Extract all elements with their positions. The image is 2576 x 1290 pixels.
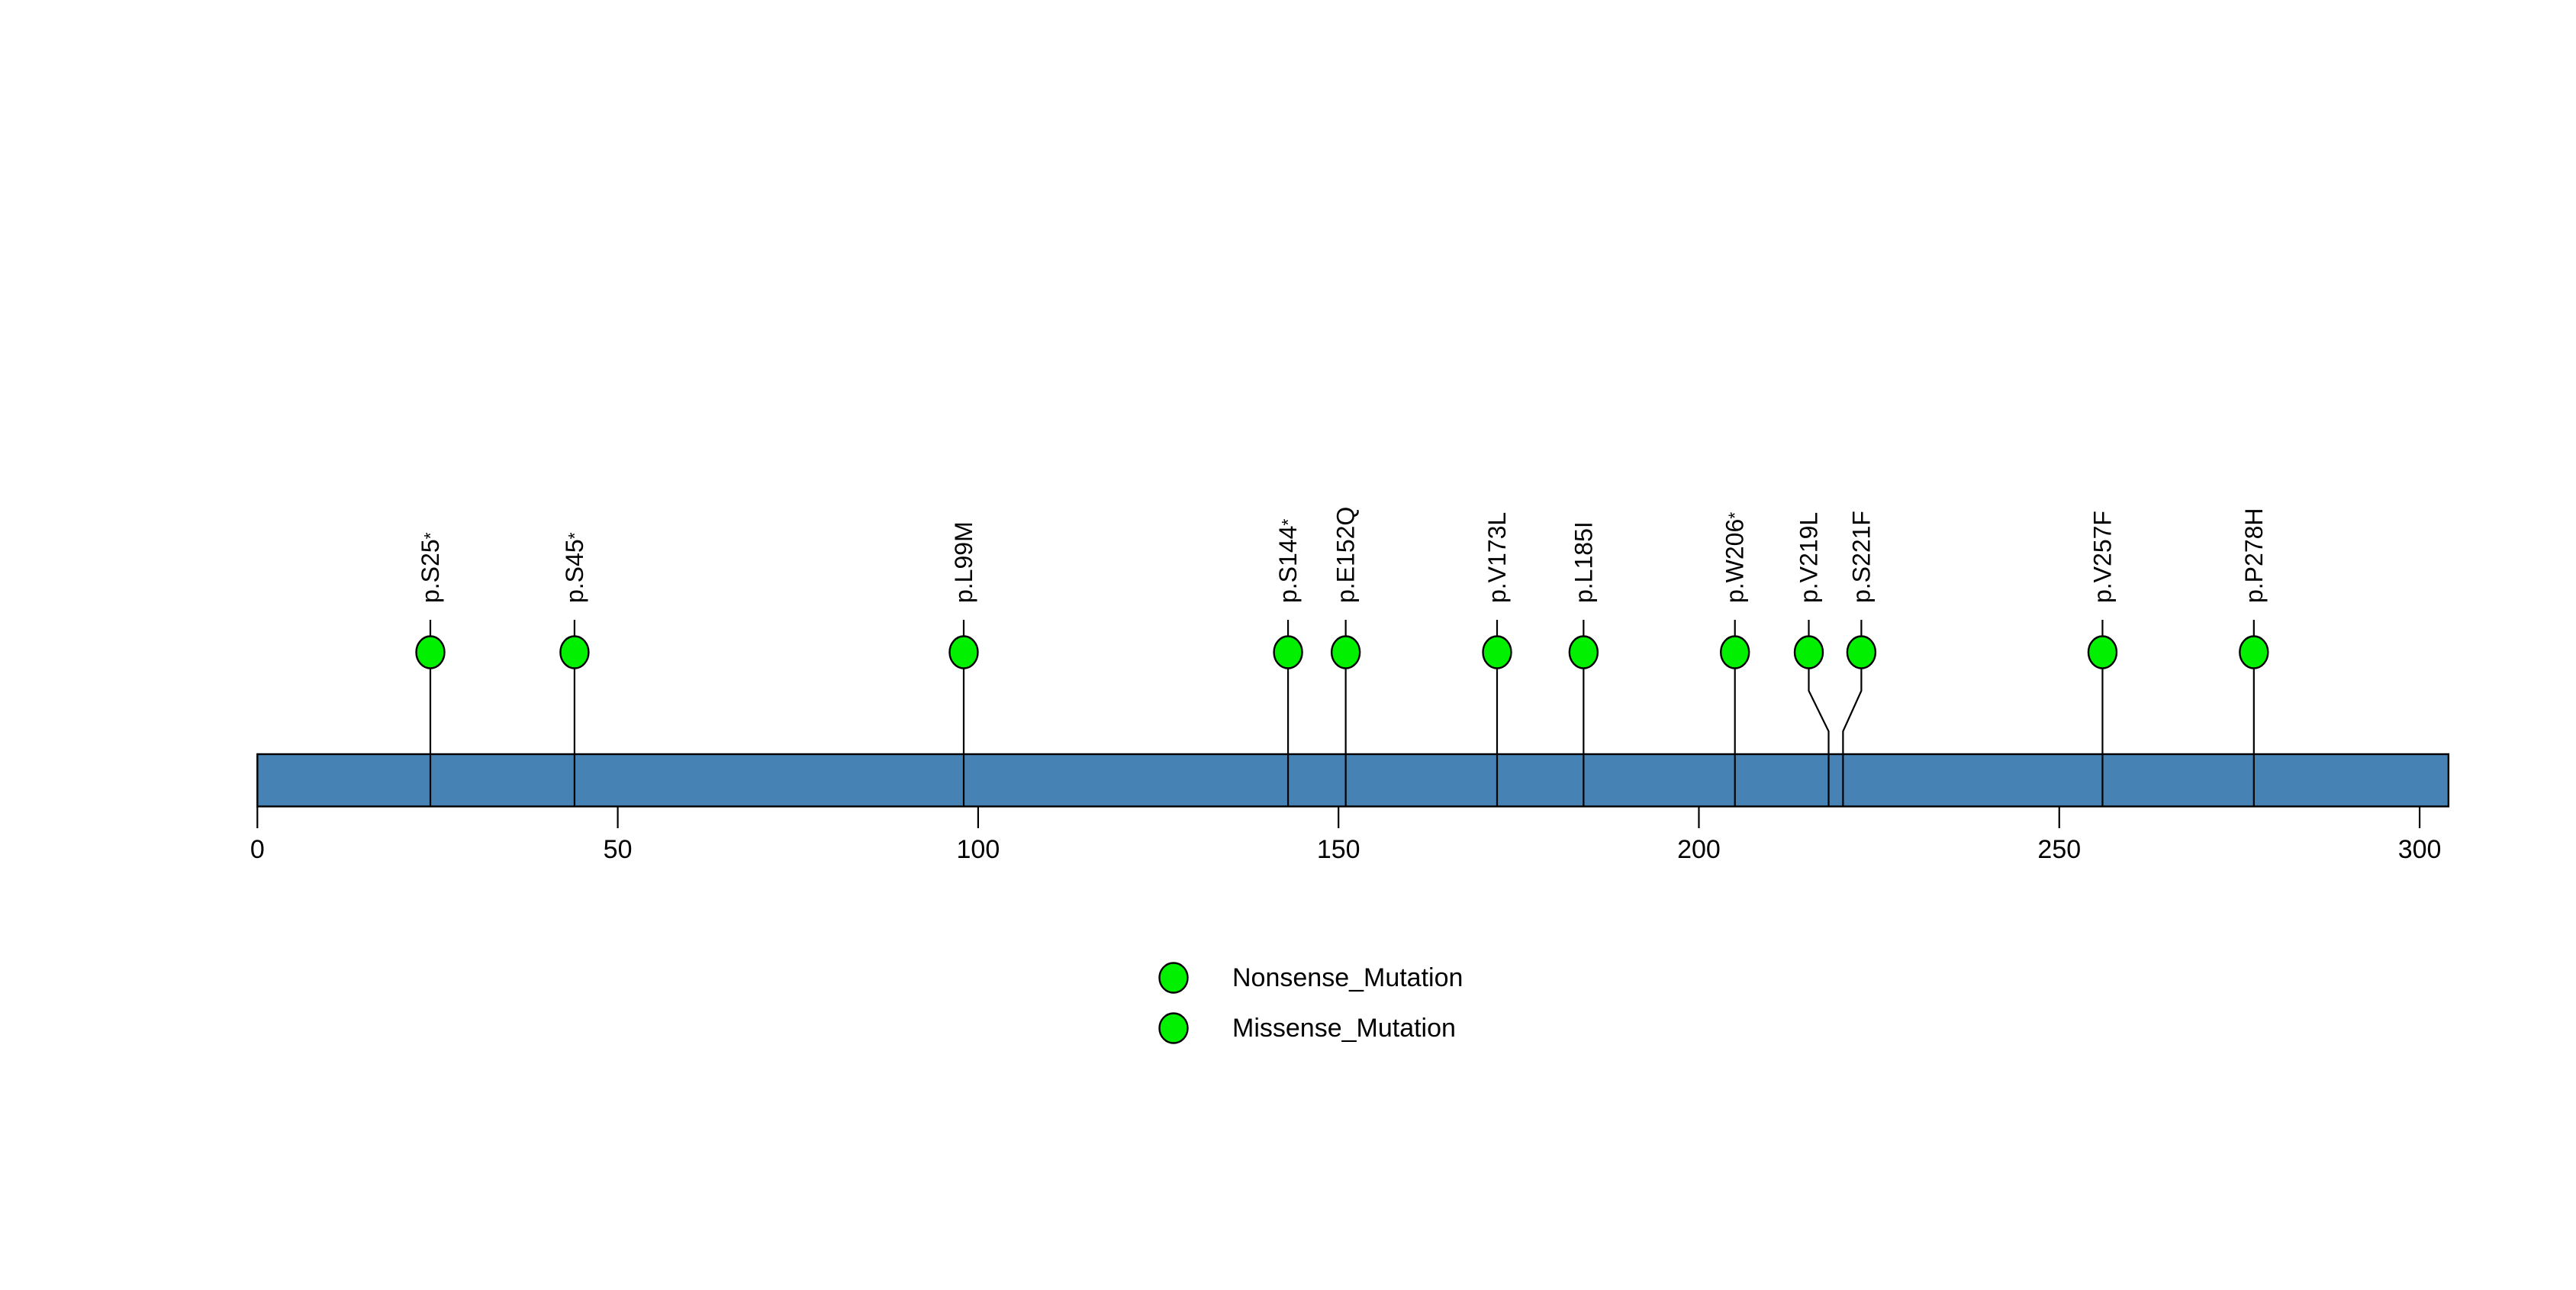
mutation-label: p.L185I — [1570, 521, 1597, 603]
mutation-label: p.S45* — [561, 532, 588, 603]
axis-tick-label: 300 — [2398, 835, 2442, 864]
axis-tick-label: 200 — [1677, 835, 1721, 864]
axis-tick-label: 250 — [2037, 835, 2081, 864]
lollipop-marker — [2087, 635, 2118, 669]
mutation-label: p.S144* — [1274, 519, 1302, 603]
mutation-label: p.V173L — [1483, 512, 1511, 603]
lollipop-stems-layer — [429, 620, 2255, 807]
lollipop-markers-layer — [415, 635, 2269, 669]
lollipop-marker — [559, 635, 590, 669]
mutation-label: p.W206* — [1721, 512, 1749, 603]
mutation-label: p.P278H — [2240, 508, 2268, 603]
axis-tick-label: 150 — [1317, 835, 1360, 864]
legend-marker — [1158, 962, 1189, 994]
lollipop-marker — [1482, 635, 1512, 669]
axis-tick-label: 100 — [957, 835, 1000, 864]
lollipop-marker — [2239, 635, 2269, 669]
lollipop-marker — [1273, 635, 1303, 669]
legend-marker — [1158, 1012, 1189, 1044]
lollipop-marker — [1568, 635, 1599, 669]
legend-label: Missense_Mutation — [1232, 1014, 1456, 1043]
protein-backbone-bar — [256, 753, 2450, 808]
legend-label: Nonsense_Mutation — [1232, 963, 1463, 992]
mutation-label: p.V219L — [1795, 512, 1823, 603]
lollipop-stem — [1842, 668, 1863, 807]
mutation-label: p.V257F — [2088, 511, 2116, 603]
mutation-label: p.S221F — [1847, 511, 1875, 603]
mutation-label: p.L99M — [950, 521, 977, 603]
protein-backbone-layer — [256, 753, 2450, 808]
mutation-label: p.E152Q — [1332, 507, 1360, 603]
lollipop-marker — [1793, 635, 1824, 669]
lollipop-marker — [1846, 635, 1877, 669]
amino-acid-axis-layer: 0 50 100 150 200 250 300 — [250, 806, 2442, 864]
lollipop-marker — [948, 635, 979, 669]
lollipop-marker — [1330, 635, 1361, 669]
mutation-labels-layer: p.S25* p.S45* p.L99M p.S144* p.E152Q p.V173L p… — [417, 507, 2268, 603]
lollipop-marker — [415, 635, 446, 669]
axis-tick-label: 50 — [604, 835, 633, 864]
lollipop-stem — [1808, 668, 1830, 807]
lollipop-marker — [1720, 635, 1750, 669]
axis-tick-label: 0 — [250, 835, 265, 864]
mutation-label: p.S25* — [417, 532, 444, 603]
